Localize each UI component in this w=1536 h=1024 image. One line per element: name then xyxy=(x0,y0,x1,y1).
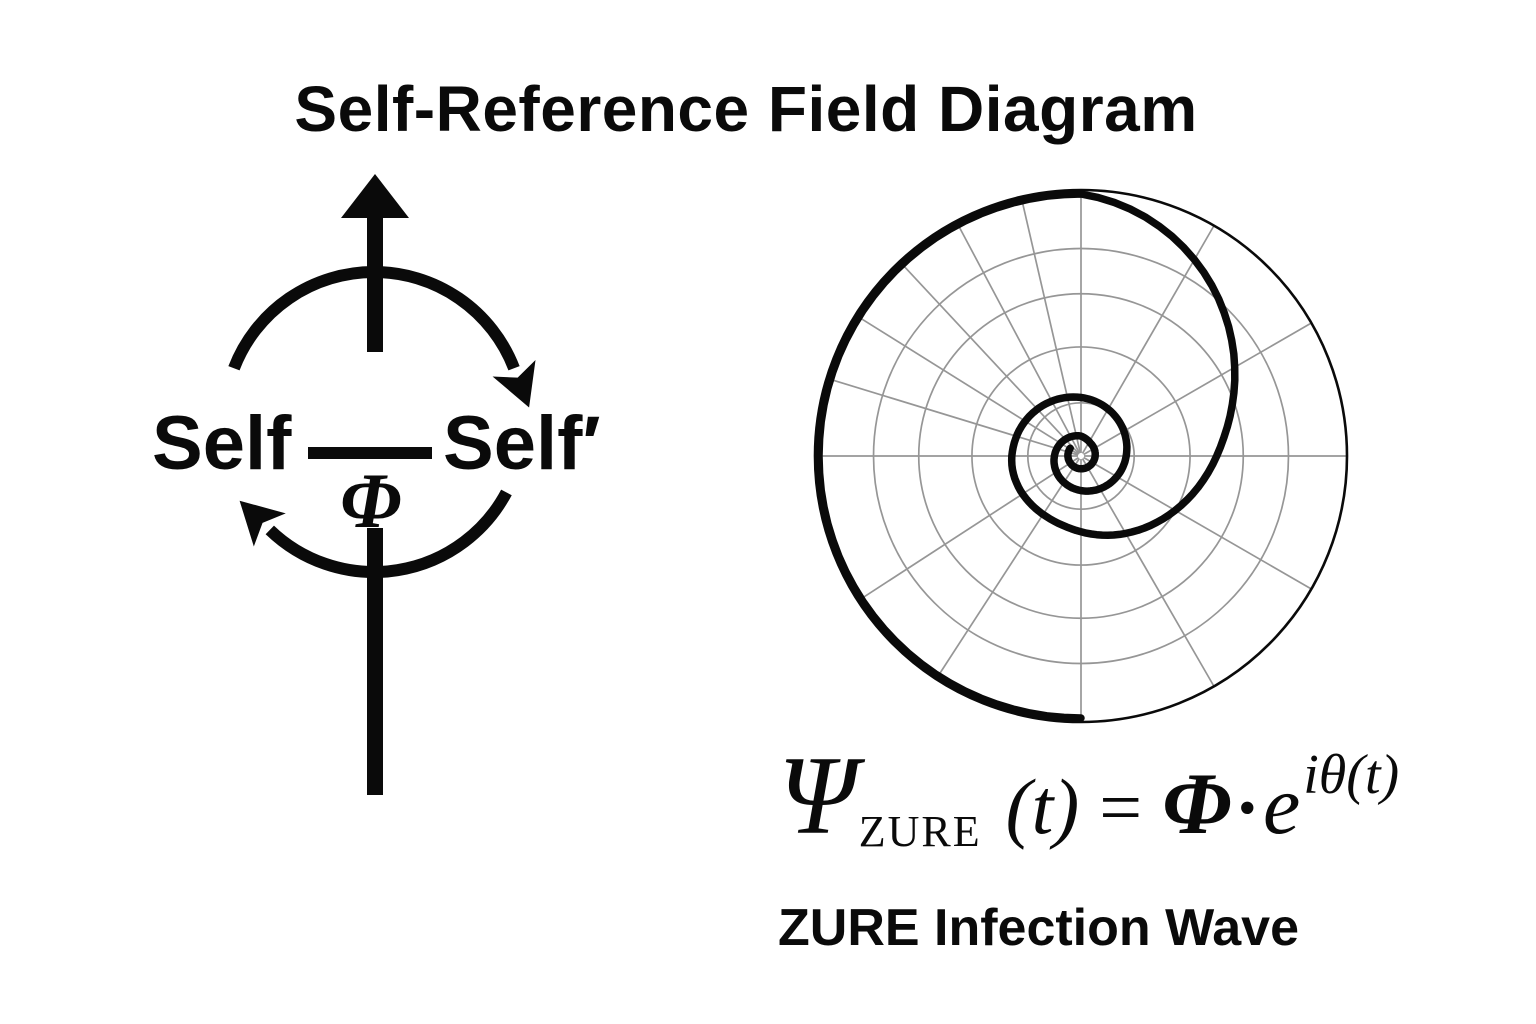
formula-exponent: iθ(t) xyxy=(1303,744,1400,806)
phi-field-label: Φ xyxy=(340,457,402,544)
loop-top-arrowhead-icon xyxy=(492,360,536,408)
bottom-rod xyxy=(367,528,383,795)
page-title: Self-Reference Field Diagram xyxy=(294,73,1198,145)
polar-grid-spoke xyxy=(955,221,1081,454)
polar-grid-spoke xyxy=(1081,458,1215,686)
zure-wave-formula: Ψ ZURE (t) = Φ · e iθ(t) xyxy=(778,734,1400,858)
formula-argument: (t) xyxy=(1005,763,1080,850)
polar-grid-spoke xyxy=(855,314,1079,456)
polar-grid-spoke xyxy=(899,261,1080,455)
loop-bottom-arc xyxy=(265,489,512,578)
loop-bottom-arrowhead-icon xyxy=(239,500,286,547)
formula-psi: Ψ xyxy=(778,734,857,858)
polar-boundary-circle xyxy=(813,188,1349,724)
up-arrow-shaft xyxy=(367,216,383,352)
phi-fraction-bar xyxy=(308,447,432,459)
formula-equals: = xyxy=(1099,766,1143,850)
polar-grid-spoke xyxy=(935,458,1081,679)
formula-multiply-dot: · xyxy=(1234,766,1260,850)
formula-e: e xyxy=(1262,759,1301,852)
up-arrow-head-icon xyxy=(341,174,409,218)
polar-grid-spoke xyxy=(1083,456,1311,590)
self-prime-node-label: Self′ xyxy=(443,401,601,486)
polar-grid-spoke xyxy=(1020,197,1082,454)
polar-grid-spoke xyxy=(827,377,1079,456)
self-node-label: Self xyxy=(152,401,292,486)
formula-phi: Φ xyxy=(1162,756,1232,853)
formula-subscript: ZURE xyxy=(858,807,982,856)
polar-grid-spoke xyxy=(858,456,1079,602)
spiral-caption: ZURE Infection Wave xyxy=(778,899,1300,957)
zure-infection-spiral xyxy=(815,190,1239,722)
polar-grid-spoke xyxy=(1081,226,1215,454)
